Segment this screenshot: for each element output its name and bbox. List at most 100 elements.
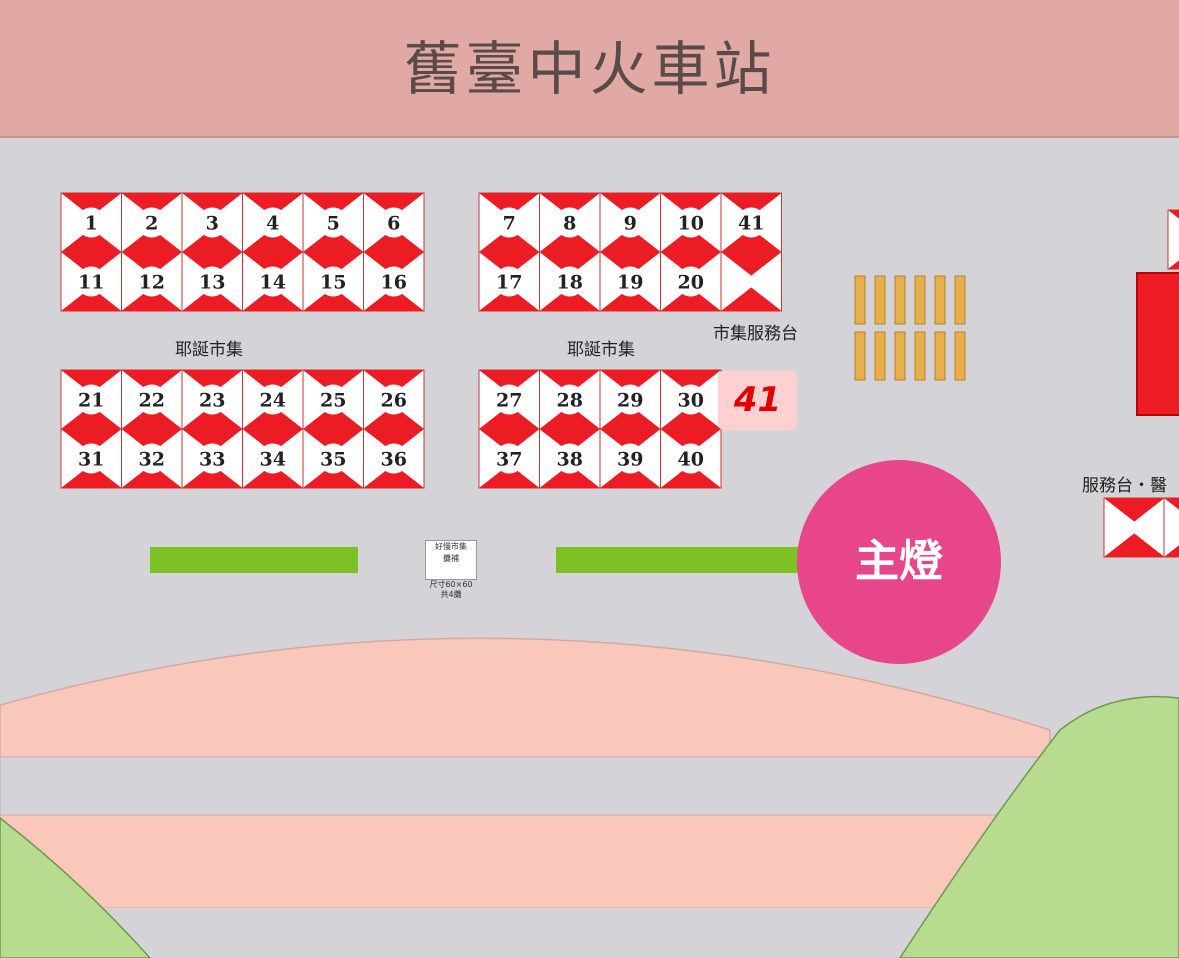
booth-number: 3 [206,213,219,235]
booth-number: 18 [557,272,583,294]
booth-5[interactable]: 5 [302,192,364,253]
booth-29[interactable]: 29 [599,369,661,430]
booth-28[interactable]: 28 [539,369,601,430]
booth-blank[interactable] [720,251,782,312]
booth-number: 17 [496,272,522,294]
booth-10[interactable]: 10 [660,192,722,253]
booth-number: 39 [617,449,643,471]
booth-number: 27 [496,390,522,412]
booth-number: 9 [624,213,637,235]
booth-number: 19 [617,272,643,294]
bench [854,331,866,381]
booth-number: 32 [139,449,165,471]
small-sign-line1: 好慢市集 [435,542,467,551]
booth-15[interactable]: 15 [302,251,364,312]
booth-18[interactable]: 18 [539,251,601,312]
booth-number: 12 [139,272,165,294]
booth-blank[interactable] [1167,209,1179,270]
booth-13[interactable]: 13 [181,251,243,312]
booth-25[interactable]: 25 [302,369,364,430]
green-bar-right [556,547,800,573]
booth-number: 34 [260,449,286,471]
booth-24[interactable]: 24 [242,369,304,430]
booth-number: 36 [381,449,407,471]
booth-number: 41 [738,213,764,235]
small-sign-line2: 攤補 [443,554,459,563]
booth-blank[interactable] [1163,497,1179,558]
lawn-right [899,695,1179,958]
booth-number: 11 [78,272,104,294]
booth-number: 2 [145,213,158,235]
market-label-right: 耶誕市集 [567,340,635,360]
booth-1[interactable]: 1 [60,192,122,253]
booth-19[interactable]: 19 [599,251,661,312]
booth-14[interactable]: 14 [242,251,304,312]
small-sign-footnote: 尺寸60×60 共4攤 [420,580,482,600]
booth-34[interactable]: 34 [242,428,304,489]
booth-4[interactable]: 4 [242,192,304,253]
highlight-booth-41[interactable]: 41 [718,371,797,430]
booth-number: 40 [678,449,704,471]
lawn-left [0,817,152,958]
booth-12[interactable]: 12 [121,251,183,312]
booth-39[interactable]: 39 [599,428,661,489]
booth-number: 13 [199,272,225,294]
booth-number: 8 [563,213,576,235]
booth-11[interactable]: 11 [60,251,122,312]
booth-17[interactable]: 17 [478,251,540,312]
booth-number: 28 [557,390,583,412]
booth-number: 23 [199,390,225,412]
booth-37[interactable]: 37 [478,428,540,489]
main-lamp[interactable]: 主燈 [797,460,1001,664]
booth-number: 6 [387,213,400,235]
booth-7[interactable]: 7 [478,192,540,253]
booth-23[interactable]: 23 [181,369,243,430]
booth-number: 26 [381,390,407,412]
booth-35[interactable]: 35 [302,428,364,489]
header-bar: 舊臺中火車站 [0,0,1179,138]
booth-41[interactable]: 41 [720,192,782,253]
booth-31[interactable]: 31 [60,428,122,489]
bench [954,331,966,381]
booth-9[interactable]: 9 [599,192,661,253]
bench [934,275,946,325]
booth-32[interactable]: 32 [121,428,183,489]
booth-33[interactable]: 33 [181,428,243,489]
bench [934,331,946,381]
booth-number: 16 [381,272,407,294]
bench [914,331,926,381]
booth-blank[interactable] [1103,497,1165,558]
page-title: 舊臺中火車站 [403,35,776,103]
booth-number: 29 [617,390,643,412]
booth-number: 22 [139,390,165,412]
booth-number: 24 [260,390,286,412]
booth-number: 35 [320,449,346,471]
small-market-sign: 好慢市集 攤補 [425,540,477,580]
booth-number: 5 [327,213,340,235]
booth-20[interactable]: 20 [660,251,722,312]
service-desk-label: 服務台・醫 [1082,476,1167,496]
main-lamp-label: 主燈 [855,536,943,587]
booth-number: 30 [678,390,704,412]
bench [894,331,906,381]
booth-26[interactable]: 26 [363,369,425,430]
booth-40[interactable]: 40 [660,428,722,489]
booth-number: 7 [503,213,516,235]
booth-22[interactable]: 22 [121,369,183,430]
booth-38[interactable]: 38 [539,428,601,489]
booth-8[interactable]: 8 [539,192,601,253]
booth-number: 15 [320,272,346,294]
booth-number: 4 [266,213,279,235]
booth-6[interactable]: 6 [363,192,425,253]
booth-36[interactable]: 36 [363,428,425,489]
booth-number: 1 [85,213,98,235]
bench [914,275,926,325]
market-label-left: 耶誕市集 [175,340,243,360]
booth-16[interactable]: 16 [363,251,425,312]
bench [874,331,886,381]
bench [954,275,966,325]
bench [854,275,866,325]
